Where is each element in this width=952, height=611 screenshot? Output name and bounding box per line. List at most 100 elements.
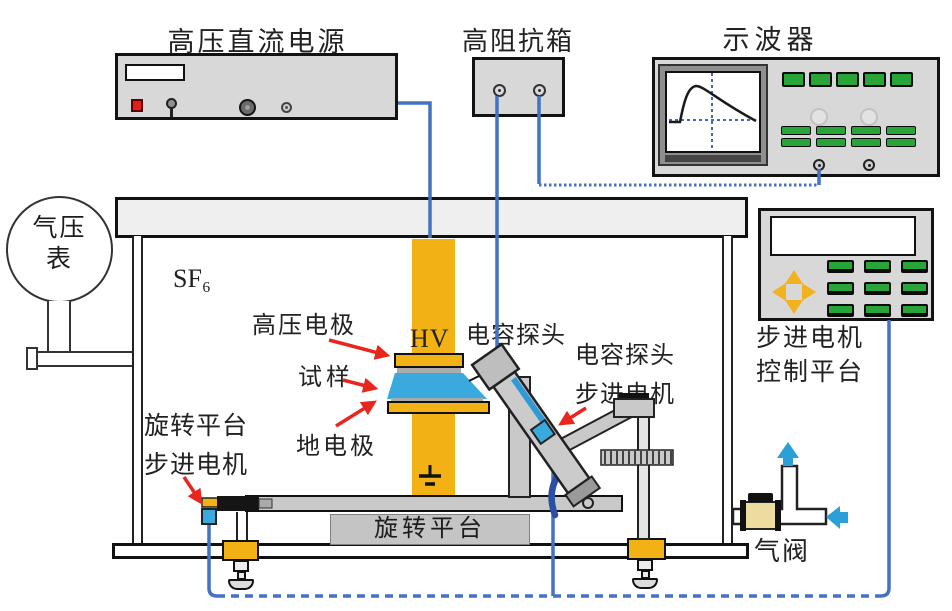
gauge-pipe-cap (26, 347, 38, 370)
rotation-motor-label-line2: 步进电机 (144, 452, 249, 479)
foot-pad (632, 578, 658, 589)
probe-motor-label-line1: 电容探头 (575, 343, 675, 369)
electrode-spacer (397, 368, 461, 373)
power-button (131, 99, 143, 112)
valve-cap (775, 500, 781, 531)
connector-dot (817, 163, 821, 167)
controller-key (864, 260, 891, 273)
sample-label: 试样 (298, 365, 354, 391)
gas-valve-assembly (731, 442, 848, 531)
scope-flat-button (781, 126, 811, 135)
hv-electrode-label: 高压电极 (252, 313, 356, 339)
knob-center (245, 105, 250, 110)
scope-button (890, 72, 913, 87)
rotation-motor-label: 旋转平台 步进电机 (144, 407, 248, 485)
clamp-block (222, 540, 259, 561)
controller-key (827, 304, 854, 317)
chamber-lid (115, 197, 748, 238)
probe-motor-label: 电容探头 步进电机 (575, 337, 675, 415)
probe-tip-cap (470, 342, 521, 392)
probe-needle (468, 371, 488, 382)
probe-lift-rod (637, 416, 650, 540)
rotating-platform-block: 旋转平台 (330, 514, 530, 545)
valve-knob-icon (748, 493, 773, 502)
ground-electrode-label: 地电极 (296, 434, 377, 460)
power-supply-title: 高压直流电源 (167, 27, 348, 57)
impedance-box (472, 57, 565, 117)
valve-cap (740, 500, 746, 531)
threaded-bar (600, 449, 674, 466)
gauge-stem (47, 301, 71, 353)
wire-rotation-stepper (207, 524, 218, 598)
hv-marking: HV (410, 324, 450, 353)
platform-table (245, 495, 623, 512)
gas-out-arrow-icon (777, 442, 799, 466)
sample-trapezoid (387, 373, 487, 399)
controller-key (864, 304, 891, 317)
bnc-connector-icon (863, 159, 875, 171)
probe-motor-label-line2: 步进电机 (575, 382, 675, 408)
scope-button (782, 72, 805, 87)
knob-dot (285, 106, 288, 109)
small-knob-icon (281, 102, 292, 113)
scope-flat-button (781, 138, 811, 147)
rotating-platform-label: 旋转平台 (374, 516, 486, 542)
controller-key (827, 260, 854, 273)
controller-key (901, 304, 928, 317)
controller-label-line1: 步进电机 (756, 325, 865, 352)
wire-controller-down (880, 320, 891, 598)
stepper-cap (201, 497, 219, 508)
rotation-stepper-motor (201, 508, 217, 525)
ground-electrode (387, 401, 490, 414)
controller-key (864, 282, 891, 295)
foot-pad (228, 579, 254, 590)
oscilloscope-screen (665, 71, 761, 153)
valve-piping (731, 464, 828, 526)
controller-key (827, 282, 854, 295)
scope-button (836, 72, 859, 87)
scope-knob-icon (810, 108, 828, 126)
chamber-wall-left (132, 236, 143, 543)
arrow-to-hv-electrode (328, 338, 391, 360)
power-supply-display (125, 64, 185, 81)
scope-flat-button (816, 126, 846, 135)
bnc-connector-icon (813, 159, 825, 171)
terminal-icon (493, 84, 506, 97)
controller-key (901, 260, 928, 273)
scope-flat-button (816, 138, 846, 147)
power-supply (115, 53, 398, 120)
probe-slide-strip (511, 376, 550, 428)
controller-key (901, 282, 928, 295)
terminal-icon (533, 84, 546, 97)
hv-electrode (394, 353, 464, 368)
capacitive-probe-label: 电容探头 (466, 323, 566, 349)
hv-column-lower (412, 414, 455, 496)
rotation-motor-label-line1: 旋转平台 (144, 413, 249, 440)
gauge-pipe (29, 351, 135, 367)
clamp-block (627, 538, 666, 560)
scope-button (809, 72, 832, 87)
gas-in-arrow-icon (826, 506, 848, 529)
gas-valve-label: 气阀 (754, 537, 811, 566)
gauge-label-line1: 气压 (32, 215, 87, 242)
chamber-wall-right (722, 236, 733, 543)
connector-dot (867, 163, 871, 167)
arrow-to-ground-electrode (335, 400, 377, 428)
scope-flat-button (886, 126, 916, 135)
scope-flat-button (886, 138, 916, 147)
scope-flat-button (851, 126, 881, 135)
impedance-box-title: 高阻抗箱 (461, 27, 574, 56)
probe-support-post (508, 376, 531, 498)
probe-stepper-motor (529, 418, 557, 446)
terminal-dot (538, 89, 541, 92)
thread-stripes (604, 451, 672, 464)
scope-button (863, 72, 886, 87)
terminal-dot (498, 89, 501, 92)
controller-display (770, 216, 916, 256)
oscilloscope-title: 示波器 (722, 25, 819, 55)
gauge-label-line2: 表 (45, 246, 73, 273)
platform-support-post (236, 512, 248, 543)
valve-body (742, 501, 779, 530)
pressure-gauge: 气压 表 (6, 196, 113, 303)
